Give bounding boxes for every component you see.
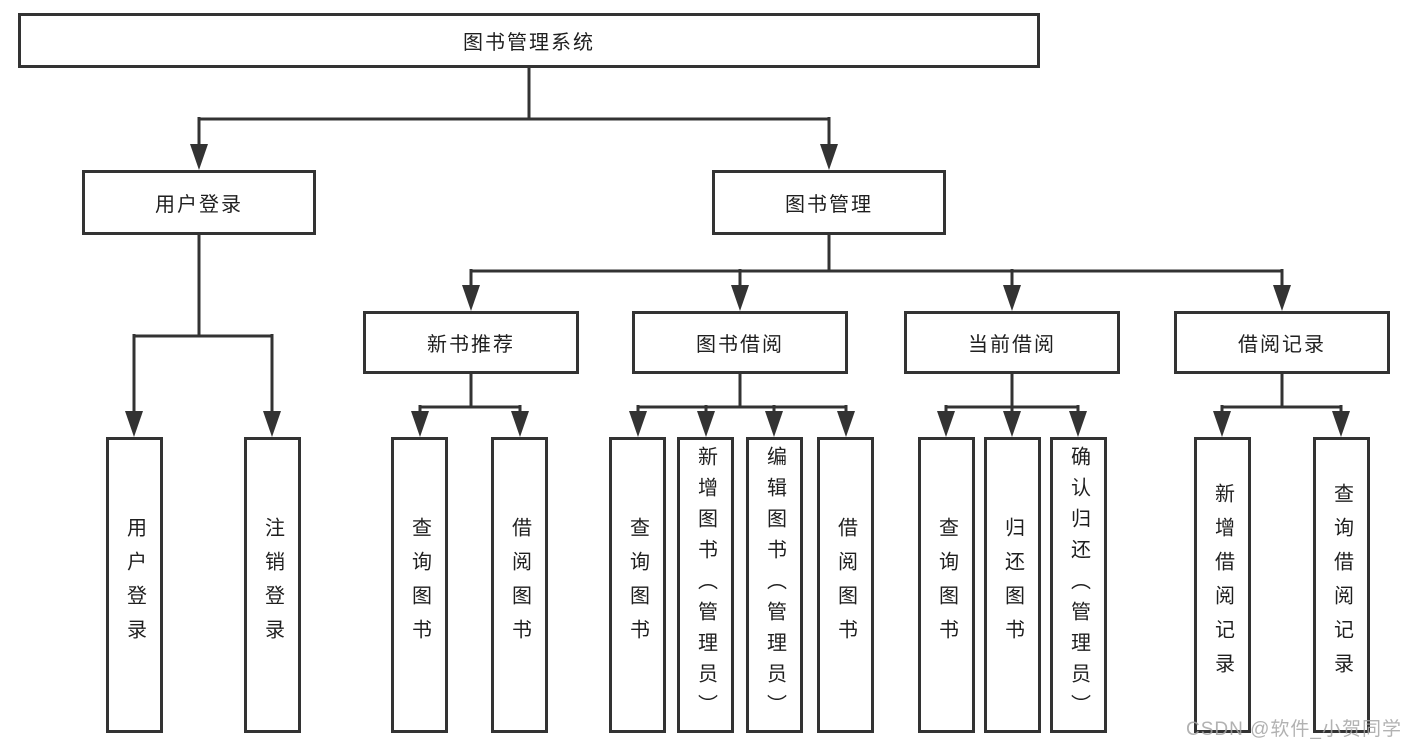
- arrowhead-leaf: [411, 411, 429, 437]
- arrowhead-logout-leaf: [263, 411, 281, 437]
- node-borrow-books-leaf: 借阅图书: [817, 437, 874, 733]
- node-search-books-leaf: 查询图书: [609, 437, 666, 733]
- arrowhead-leaf: [629, 411, 647, 437]
- node-borrow-books-leaf: 借阅图书: [491, 437, 548, 733]
- node-label: 归还图书: [1001, 517, 1024, 653]
- node-user-login-leaf: 用户登录: [106, 437, 163, 733]
- node-label: 查询借阅记录: [1330, 483, 1353, 687]
- node-label: 图书借阅: [696, 334, 784, 356]
- arrowhead-user-login: [190, 144, 208, 170]
- connector-current-borrowing-children: [937, 374, 1087, 437]
- arrowhead-book-borrowing: [731, 285, 749, 311]
- node-borrowing-records: 借阅记录: [1174, 311, 1390, 374]
- arrowhead-leaf: [1069, 411, 1087, 437]
- node-add-book-admin-leaf: 新增图书（管理员）: [677, 437, 734, 733]
- node-search-borrow-record-leaf: 查询借阅记录: [1313, 437, 1370, 733]
- node-label: 新书推荐: [427, 334, 515, 356]
- node-label: 图书管理系统: [463, 32, 595, 54]
- arrowhead-leaf: [1213, 411, 1231, 437]
- node-search-books-leaf: 查询图书: [918, 437, 975, 733]
- arrowhead-new-book-recommendation: [462, 285, 480, 311]
- connector-user-login-children: [125, 235, 281, 437]
- node-label: 当前借阅: [968, 334, 1056, 356]
- node-label: 图书管理: [785, 194, 873, 216]
- arrowhead-leaf: [937, 411, 955, 437]
- node-book-management: 图书管理: [712, 170, 946, 235]
- arrowhead-leaf: [837, 411, 855, 437]
- csdn-watermark: CSDN @软件_小贺同学: [1186, 719, 1402, 740]
- connector-root-to-level1: [190, 68, 838, 170]
- arrowhead-leaf: [511, 411, 529, 437]
- node-logout-leaf: 注销登录: [244, 437, 301, 733]
- node-add-borrow-record-leaf: 新增借阅记录: [1194, 437, 1251, 733]
- arrowhead-current-borrowing: [1003, 285, 1021, 311]
- arrowhead-leaf: [1003, 411, 1021, 437]
- connector-book-borrowing-children: [629, 374, 855, 437]
- arrowhead-leaf: [1332, 411, 1350, 437]
- connector-book-management-children: [462, 235, 1291, 311]
- node-edit-book-admin-leaf: 编辑图书（管理员）: [746, 437, 803, 733]
- connector-new-book-recommendation-children: [411, 374, 529, 437]
- node-label: 用户登录: [123, 517, 146, 653]
- node-label: 用户登录: [155, 194, 243, 216]
- node-label: 查询图书: [408, 517, 431, 653]
- node-label: 借阅图书: [508, 517, 531, 653]
- node-user-login: 用户登录: [82, 170, 316, 235]
- node-label: 借阅记录: [1238, 334, 1326, 356]
- node-search-books-leaf: 查询图书: [391, 437, 448, 733]
- node-label: 查询图书: [626, 517, 649, 653]
- node-label: 注销登录: [261, 517, 284, 653]
- arrowhead-book-management: [820, 144, 838, 170]
- node-label: 新增图书（管理员）: [694, 445, 717, 725]
- node-label: 新增借阅记录: [1211, 483, 1234, 687]
- node-label: 借阅图书: [834, 517, 857, 653]
- arrowhead-leaf: [765, 411, 783, 437]
- arrowhead-leaf: [697, 411, 715, 437]
- arrowhead-login-leaf: [125, 411, 143, 437]
- node-library-management-system: 图书管理系统: [18, 13, 1040, 68]
- node-return-books-leaf: 归还图书: [984, 437, 1041, 733]
- node-label: 确认归还（管理员）: [1067, 445, 1090, 725]
- node-current-borrowing: 当前借阅: [904, 311, 1120, 374]
- node-confirm-return-admin-leaf: 确认归还（管理员）: [1050, 437, 1107, 733]
- node-book-borrowing: 图书借阅: [632, 311, 848, 374]
- connector-borrowing-records-children: [1213, 374, 1350, 437]
- node-new-book-recommendation: 新书推荐: [363, 311, 579, 374]
- node-label: 编辑图书（管理员）: [763, 445, 786, 725]
- arrowhead-borrowing-records: [1273, 285, 1291, 311]
- node-label: 查询图书: [935, 517, 958, 653]
